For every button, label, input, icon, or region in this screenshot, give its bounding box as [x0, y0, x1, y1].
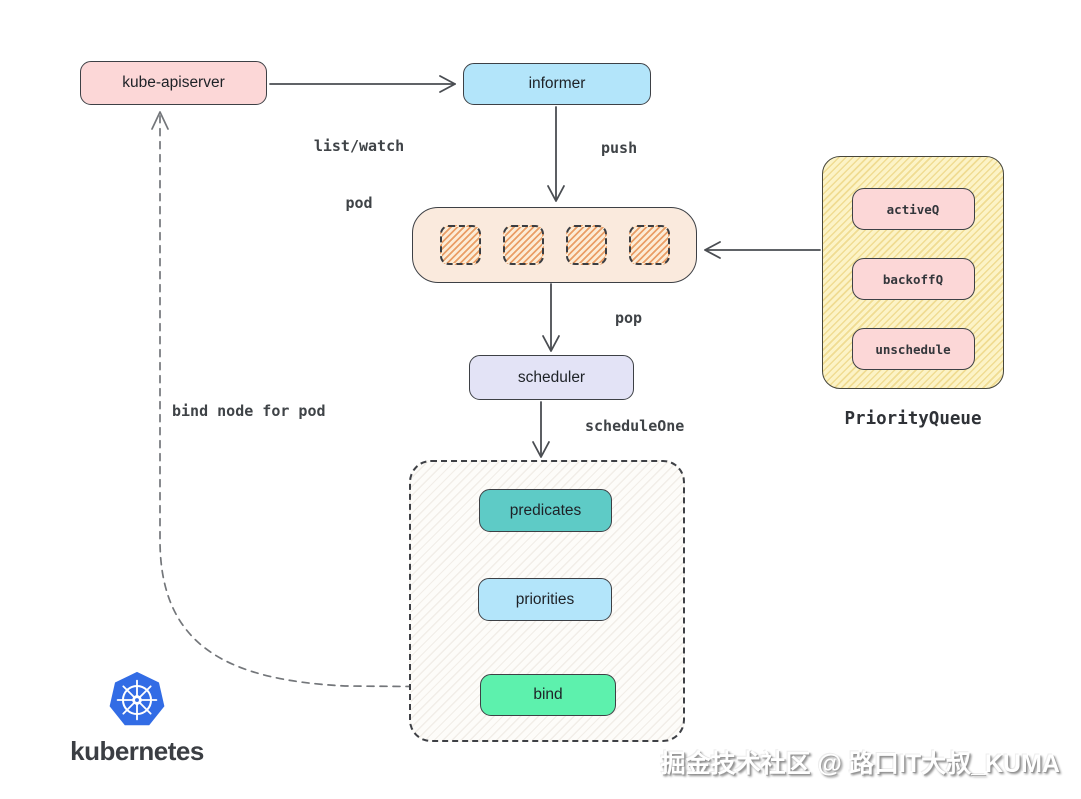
node-unschedule-label: unschedule — [875, 341, 951, 357]
edge-label-push: push — [601, 139, 638, 157]
node-backoffq-label: backoffQ — [882, 271, 944, 287]
arrowhead-up-icon — [151, 111, 169, 130]
node-bind: bind — [480, 674, 616, 716]
node-backoffq: backoffQ — [851, 258, 975, 300]
node-unschedule: unschedule — [851, 328, 975, 370]
edge-label-pop: pop — [615, 309, 643, 327]
watermark-text: 掘金技术社区 @ 路口IT大叔_KUMA — [660, 750, 1060, 778]
arrowhead-left-icon — [704, 241, 721, 259]
arrowhead-down-icon — [547, 185, 565, 202]
node-activeq: activeQ — [851, 188, 975, 230]
arrowhead-right-icon — [439, 75, 456, 93]
node-scheduler: scheduler — [469, 355, 634, 400]
queue-slot — [628, 225, 670, 265]
node-bind-label: bind — [533, 686, 563, 703]
queue-slot — [565, 225, 607, 265]
node-pod-queue — [412, 207, 697, 283]
queue-slot — [439, 225, 481, 265]
queue-slot — [502, 225, 544, 265]
node-informer: informer — [463, 63, 651, 105]
node-activeq-label: activeQ — [886, 201, 940, 217]
node-kube-apiserver: kube-apiserver — [80, 61, 267, 105]
node-priority-queue: activeQ backoffQ unschedule — [822, 156, 1004, 389]
node-priorities-label: priorities — [515, 590, 575, 608]
arrowhead-down-icon — [532, 441, 550, 458]
kubernetes-logo: kubernetes — [62, 670, 212, 767]
node-priorities: priorities — [478, 578, 612, 621]
kubernetes-wordmark: kubernetes — [70, 736, 204, 766]
node-predicates: predicates — [479, 489, 612, 532]
priority-queue-caption: PriorityQueue — [844, 409, 982, 429]
arrowhead-down-icon — [542, 335, 560, 352]
edge-label-list-watch-line2: pod — [345, 194, 373, 212]
node-scheduler-label: scheduler — [517, 368, 586, 386]
node-predicates-label: predicates — [509, 501, 582, 519]
node-informer-label: informer — [528, 75, 586, 92]
node-kube-apiserver-label: kube-apiserver — [122, 74, 225, 91]
edge-label-list-watch: list/watch pod — [301, 99, 417, 251]
kubernetes-helm-icon — [109, 671, 165, 726]
edge-label-list-watch-line1: list/watch — [313, 137, 405, 155]
edge-label-schedule-one: scheduleOne — [585, 417, 685, 435]
edge-label-bind-node-for-pod: bind node for pod — [172, 402, 326, 420]
